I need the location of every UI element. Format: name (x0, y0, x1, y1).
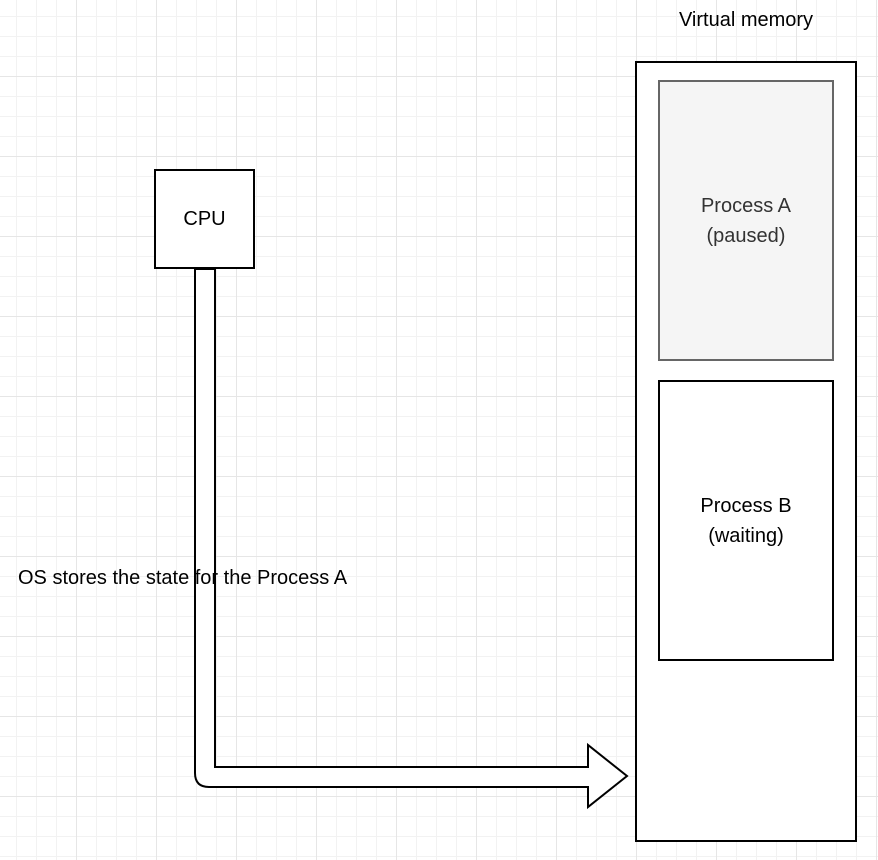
cpu-box[interactable]: CPU (154, 169, 255, 269)
cpu-label: CPU (183, 207, 226, 230)
process-a-box[interactable]: Process A (paused) (658, 80, 834, 361)
process-b-status: (waiting) (708, 524, 784, 547)
arrow-shape (194, 268, 629, 810)
process-a-status: (paused) (706, 224, 786, 247)
process-b-box[interactable]: Process B (waiting) (658, 380, 834, 661)
arrow-label: OS stores the state for the Process A (18, 567, 348, 589)
process-a-name: Process A (700, 194, 792, 217)
virtual-memory-title: Virtual memory (678, 9, 814, 31)
process-b-name: Process B (700, 494, 792, 517)
